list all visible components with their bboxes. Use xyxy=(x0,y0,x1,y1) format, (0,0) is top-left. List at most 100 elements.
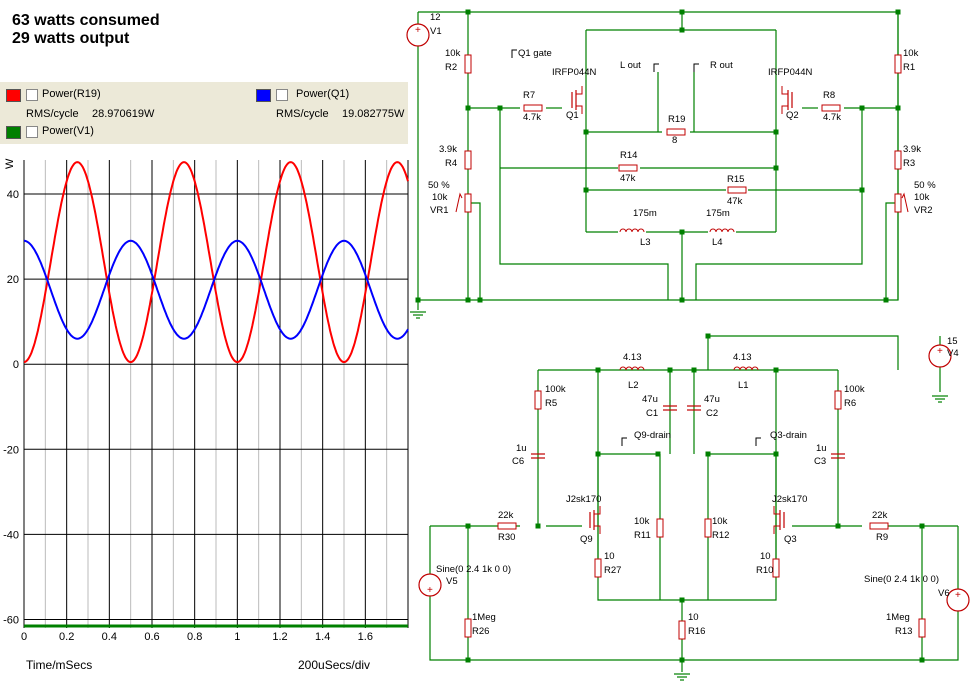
legend-label-r19: Power(R19) xyxy=(42,88,101,100)
schematic-label: 4.13 xyxy=(733,352,752,363)
schematic-label: 4.7k xyxy=(523,112,541,123)
inductor-turn xyxy=(631,228,639,233)
schematic-label: VR2 xyxy=(914,205,932,216)
wire xyxy=(499,108,669,300)
transistor-icon xyxy=(576,105,583,114)
inductor-turn xyxy=(619,228,627,233)
schematic-label: R2 xyxy=(445,62,457,73)
legend-checkbox-r19[interactable] xyxy=(26,89,38,101)
x-tick-label: 0.2 xyxy=(59,631,74,643)
resistor xyxy=(894,150,902,170)
schematic-label: 10k xyxy=(712,516,728,527)
schematic-label: R16 xyxy=(688,626,705,637)
inductor-turn xyxy=(721,228,729,233)
schematic-label: V4 xyxy=(947,348,959,359)
junction xyxy=(679,27,685,33)
schematic-label: L out xyxy=(620,60,641,71)
schematic-label: J2sk170 xyxy=(772,494,807,505)
schematic-label: R15 xyxy=(727,174,744,185)
resistor xyxy=(464,618,472,638)
net-flag-icon xyxy=(621,437,627,446)
resistor xyxy=(594,558,602,578)
schematic-label: L4 xyxy=(712,237,723,248)
junction xyxy=(535,523,541,529)
y-axis-unit: W xyxy=(4,158,16,169)
junction xyxy=(773,367,779,373)
schematic-label: R3 xyxy=(903,158,915,169)
schematic-label: VR1 xyxy=(430,205,448,216)
junction xyxy=(859,187,865,193)
resistor xyxy=(727,186,747,194)
schematic-label: C2 xyxy=(706,408,718,419)
schematic-label: Q9-drain xyxy=(634,430,671,441)
schematic-label: 175m xyxy=(633,208,657,219)
schematic-label: Q1 xyxy=(566,110,579,121)
legend-checkbox-q1[interactable] xyxy=(276,89,288,101)
wire xyxy=(597,558,777,601)
schematic-label: 47u xyxy=(642,394,658,405)
junction xyxy=(773,129,779,135)
legend-label-q1: Power(Q1) xyxy=(296,88,350,100)
schematic-label: Sine(0 2.4 1k 0 0) xyxy=(864,574,939,585)
resistor xyxy=(656,518,664,538)
junction xyxy=(705,333,711,339)
schematic-label: C1 xyxy=(646,408,658,419)
junction xyxy=(883,297,889,303)
legend-stat-value-r19: 28.970619W xyxy=(92,108,155,120)
plot-grid xyxy=(23,160,409,628)
y-tick-label: 0 xyxy=(13,359,19,371)
schematic-label: 10 xyxy=(604,551,615,562)
schematic-label: 22k xyxy=(872,510,888,521)
schematic-label: Q2 xyxy=(786,110,799,121)
schematic-label: R1 xyxy=(903,62,915,73)
net-flag-icon xyxy=(755,437,761,446)
schematic-label: 175m xyxy=(706,208,730,219)
junction xyxy=(415,297,421,303)
schematic-label: Q9 xyxy=(580,534,593,545)
transistor-icon xyxy=(576,86,583,95)
power-consumed-text: 63 watts consumed xyxy=(12,12,160,29)
x-tick-label: 0 xyxy=(21,631,27,643)
schematic-label: 47k xyxy=(727,196,743,207)
legend-stat-label-q1: RMS/cycle xyxy=(276,108,329,120)
x-tick-label: 1.6 xyxy=(358,631,373,643)
transistor-icon xyxy=(781,86,788,95)
junction xyxy=(919,523,925,529)
wire xyxy=(429,526,959,661)
net-flag-icon xyxy=(653,63,659,72)
junction xyxy=(835,523,841,529)
schematic-label: Sine(0 2.4 1k 0 0) xyxy=(436,564,511,575)
schematic-label: R19 xyxy=(668,114,685,125)
legend-swatch-r19[interactable] xyxy=(6,89,21,102)
schematic-label: 1u xyxy=(816,443,827,454)
resistor xyxy=(497,522,517,530)
junction xyxy=(465,9,471,15)
schematic-label: 15 xyxy=(947,336,958,347)
series-line-powerq1 xyxy=(23,239,409,340)
resistor xyxy=(772,558,780,578)
legend-swatch-v1[interactable] xyxy=(6,126,21,139)
schematic-label: Q3-drain xyxy=(770,430,807,441)
junction xyxy=(465,297,471,303)
schematic-label: 100k xyxy=(844,384,865,395)
wire xyxy=(708,335,899,370)
resistor xyxy=(894,193,902,213)
wire xyxy=(885,202,898,300)
junction xyxy=(465,105,471,111)
resistor xyxy=(523,104,543,112)
junction xyxy=(773,451,779,457)
transistor-icon xyxy=(773,525,780,534)
resistor xyxy=(534,390,542,410)
junction xyxy=(465,657,471,663)
schematic-label: 100k xyxy=(545,384,566,395)
x-axis-label: Time/mSecs xyxy=(26,658,93,672)
resistor xyxy=(834,390,842,410)
x-tick-label: 1.4 xyxy=(315,631,330,643)
schematic-label: 10k xyxy=(634,516,650,527)
x-tick-label: 1 xyxy=(234,631,240,643)
schematic-label: R9 xyxy=(876,532,888,543)
legend-checkbox-v1[interactable] xyxy=(26,126,38,138)
legend-swatch-q1[interactable] xyxy=(256,89,271,102)
schematic-label: J2sk170 xyxy=(566,494,601,505)
